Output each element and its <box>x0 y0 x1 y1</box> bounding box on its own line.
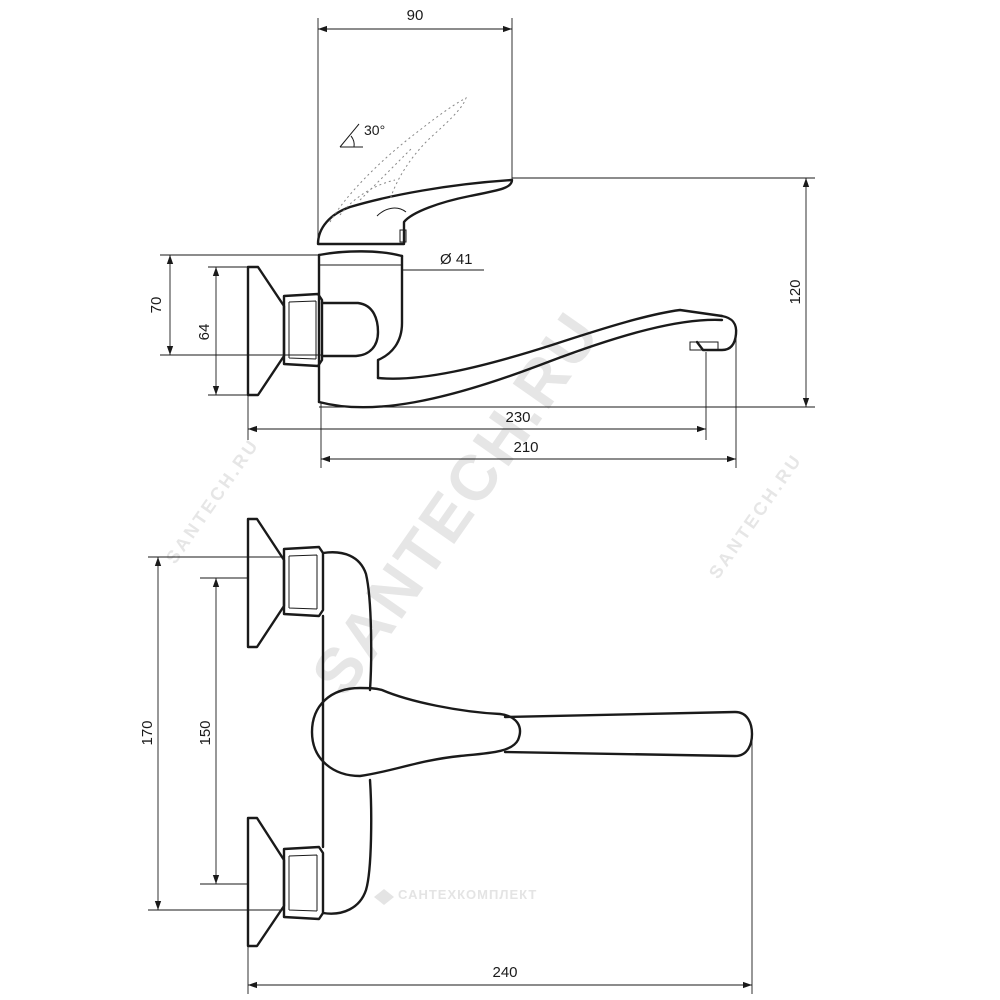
angle-label: 30° <box>364 122 385 138</box>
dim-total-length: 240 <box>247 740 753 994</box>
dim-total-length-label: 240 <box>492 964 517 981</box>
watermark-layer: SANTECH.RU SANTECH.RU SANTECH.RU САНТЕХК… <box>162 298 806 905</box>
side-mixer-body <box>317 250 404 404</box>
dim-diameter-label: Ø 41 <box>440 251 473 268</box>
watermark-main: SANTECH.RU <box>297 298 614 708</box>
dim-outer-spacing: 170 <box>139 556 284 911</box>
top-flange-upper <box>246 517 286 649</box>
dim-spout-reach-outer-label: 230 <box>505 409 530 426</box>
watermark-brand-text: САНТЕХКОМПЛЕКТ <box>398 887 537 902</box>
top-lever <box>310 686 522 778</box>
dim-flange-inner: 64 <box>196 266 248 396</box>
top-hex-nut-lower <box>282 845 325 921</box>
top-hex-nut-upper <box>282 545 325 618</box>
dim-height-total: 120 <box>319 177 815 408</box>
top-flange-lower <box>246 816 286 948</box>
dim-diameter: Ø 41 <box>402 251 484 271</box>
watermark-side-right: SANTECH.RU <box>705 450 806 583</box>
dim-inner-spacing: 150 <box>197 577 248 885</box>
top-view: 170 150 240 <box>139 517 754 994</box>
dim-height-total-label: 120 <box>787 279 804 304</box>
dim-flange-inner-label: 64 <box>196 324 213 341</box>
dim-outer-spacing-label: 170 <box>139 720 156 745</box>
top-spout <box>503 710 754 758</box>
angle-indicator: 30° <box>339 122 385 148</box>
dim-flange-height: 70 <box>148 254 322 356</box>
side-connector <box>320 301 380 358</box>
side-lever <box>316 178 514 246</box>
side-view: 30° 90 Ø 41 120 70 <box>148 7 815 468</box>
dim-spout-reach-inner-label: 210 <box>513 439 538 456</box>
side-lever-raised-dotted <box>329 97 467 223</box>
dim-lever-width: 90 <box>317 7 513 244</box>
dim-inner-spacing-label: 150 <box>197 720 214 745</box>
side-wall-flange <box>246 265 286 397</box>
brand-logo-icon <box>374 889 394 905</box>
dim-lever-width-label: 90 <box>407 7 424 24</box>
dim-flange-height-label: 70 <box>148 297 165 314</box>
top-mixer-body <box>321 551 373 915</box>
dim-spout-reach-inner: 210 <box>320 334 737 468</box>
watermark-brand: САНТЕХКОМПЛЕКТ <box>374 887 537 905</box>
dim-spout-reach-outer: 230 <box>247 352 707 440</box>
